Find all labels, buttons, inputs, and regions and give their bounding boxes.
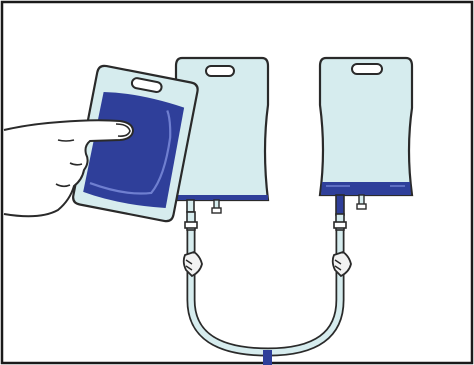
tube-clamp-icon bbox=[182, 251, 203, 278]
drained-bag-icon bbox=[318, 56, 414, 231]
tube-clamp-icon bbox=[331, 251, 352, 278]
pressing-finger-icon bbox=[3, 119, 135, 218]
connecting-tube-icon bbox=[186, 223, 345, 365]
